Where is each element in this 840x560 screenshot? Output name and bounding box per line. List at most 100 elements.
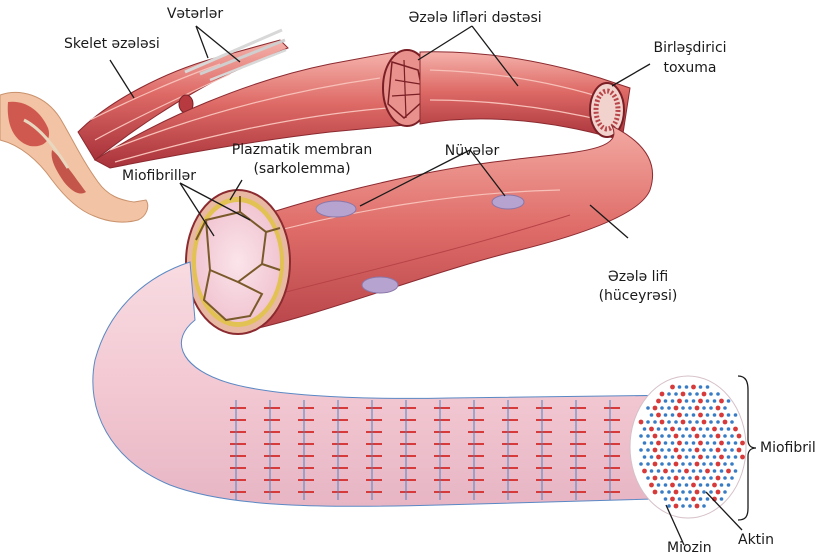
myosin-dot: [695, 448, 700, 453]
myosin-dot: [674, 434, 679, 439]
actin-dot: [713, 441, 717, 445]
label-nuclei: Nüvələr: [422, 143, 522, 160]
myosin-dot: [740, 441, 745, 446]
label-plasma-membrane-2: (sarkolemma): [222, 161, 382, 178]
actin-dot: [702, 434, 706, 438]
actin-dot: [723, 490, 727, 494]
myosin-dot: [674, 490, 679, 495]
actin-dot: [702, 462, 706, 466]
actin-dot: [660, 476, 664, 480]
actin-dot: [678, 385, 682, 389]
actin-dot: [720, 497, 724, 501]
actin-dot: [692, 441, 696, 445]
myosin-dot: [639, 420, 644, 425]
actin-dot: [660, 462, 664, 466]
actin-dot: [709, 392, 713, 396]
actin-dot: [734, 413, 738, 417]
actin-dot: [639, 434, 643, 438]
actin-dot: [671, 455, 675, 459]
actin-dot: [699, 497, 703, 501]
actin-dot: [706, 483, 710, 487]
label-plasma-membrane-1: Plazmatik membran: [222, 142, 382, 159]
actin-dot: [727, 455, 731, 459]
myosin-dot: [695, 462, 700, 467]
myosin-dot: [712, 483, 717, 488]
actin-dot: [646, 434, 650, 438]
actin-dot: [685, 455, 689, 459]
actin-dot: [713, 455, 717, 459]
myosin-dot: [681, 392, 686, 397]
actin-dot: [716, 420, 720, 424]
actin-dot: [646, 476, 650, 480]
myosin-dot: [712, 427, 717, 432]
actin-dot: [660, 490, 664, 494]
actin-dot: [685, 497, 689, 501]
nucleus: [316, 201, 356, 217]
actin-dot: [639, 448, 643, 452]
actin-dot: [660, 406, 664, 410]
label-skeletal-muscle: Skelet əzələsi: [64, 36, 160, 53]
actin-dot: [678, 483, 682, 487]
actin-dot: [664, 399, 668, 403]
myosin-dot: [719, 455, 724, 460]
label-myosin: Miozin: [667, 540, 712, 557]
actin-dot: [706, 427, 710, 431]
actin-dot: [709, 434, 713, 438]
actin-dot: [688, 476, 692, 480]
myosin-dot: [656, 413, 661, 418]
myosin-dot: [656, 455, 661, 460]
actin-dot: [702, 406, 706, 410]
myosin-dot: [740, 455, 745, 460]
actin-dot: [699, 483, 703, 487]
actin-dot: [650, 441, 654, 445]
actin-dot: [681, 406, 685, 410]
label-myofibrils: Miofibrillər: [122, 168, 196, 185]
actin-dot: [667, 504, 671, 508]
actin-dot: [688, 490, 692, 494]
actin-dot: [685, 413, 689, 417]
myosin-dot: [719, 399, 724, 404]
actin-dot: [692, 455, 696, 459]
actin-dot: [688, 434, 692, 438]
myosin-dot: [674, 462, 679, 467]
actin-dot: [727, 483, 731, 487]
myosin-dot: [726, 469, 731, 474]
actin-dot: [678, 469, 682, 473]
myosin-dot: [653, 490, 658, 495]
nucleus: [492, 195, 524, 209]
actin-dot: [709, 420, 713, 424]
label-fascicle: Əzələ lifləri dəstəsi: [400, 10, 550, 27]
myosin-dot: [677, 413, 682, 418]
actin-dot: [646, 448, 650, 452]
myosin-dot: [677, 455, 682, 460]
actin-dot: [667, 392, 671, 396]
actin-dot: [702, 504, 706, 508]
myosin-dot: [702, 420, 707, 425]
actin-dot: [643, 427, 647, 431]
myosin-dot: [716, 462, 721, 467]
actin-dot: [692, 469, 696, 473]
actin-dot: [646, 462, 650, 466]
myosin-dot: [670, 385, 675, 390]
myosin-dot: [695, 406, 700, 411]
actin-dot: [660, 448, 664, 452]
myosin-dot: [674, 504, 679, 509]
actin-dot: [723, 448, 727, 452]
actin-dot: [734, 441, 738, 445]
actin-dot: [653, 420, 657, 424]
myosin-dot: [691, 427, 696, 432]
actin-dot: [646, 406, 650, 410]
actin-dot: [699, 385, 703, 389]
actin-dot: [713, 469, 717, 473]
actin-dot: [706, 413, 710, 417]
myosin-dot: [702, 392, 707, 397]
actin-dot: [681, 490, 685, 494]
actin-dot: [688, 392, 692, 396]
actin-dot: [667, 462, 671, 466]
actin-dot: [695, 420, 699, 424]
actin-dot: [723, 476, 727, 480]
myosin-dot: [653, 434, 658, 439]
myosin-dot: [716, 448, 721, 453]
myosin-dot: [653, 476, 658, 481]
myosin-dot: [723, 420, 728, 425]
